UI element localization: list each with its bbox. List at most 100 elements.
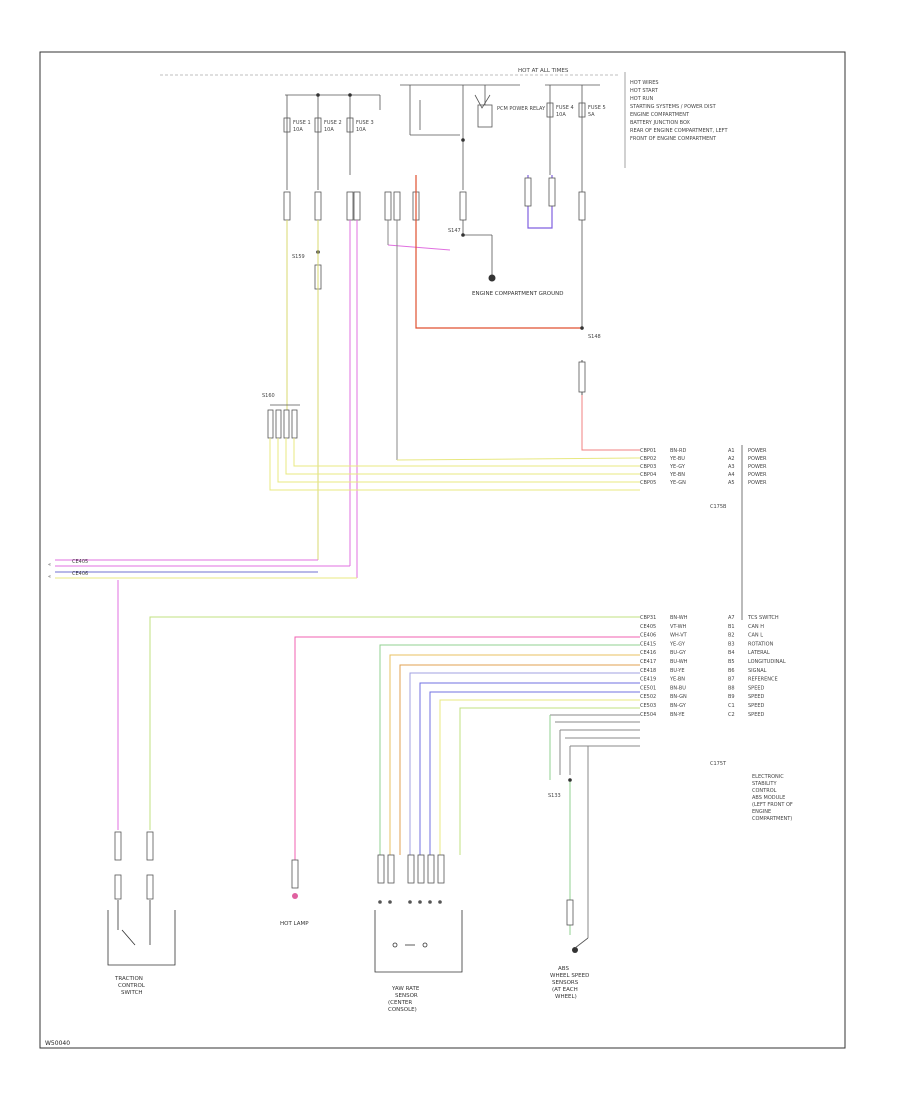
left-entry-circuit: CE405 [72,559,88,565]
connector-bottom-color: YE-GY [669,641,686,647]
connector-bottom-function: SIGNAL [748,668,767,674]
connector-bottom-row: CE416 BU-GY B4 LATERAL [640,650,770,656]
svg-text:STABILITY: STABILITY [752,781,777,787]
connector-bottom-circuit: CE415 [640,641,656,647]
note-line: HOT RUN [630,96,653,102]
connector-top-function: POWER [748,472,767,478]
connector-bottom-circuit: CE418 [640,668,656,674]
connector-bottom-function: SPEED [748,703,765,709]
note-line: STARTING SYSTEMS / POWER DIST [630,104,717,110]
connector-bottom-circuit: CBP31 [640,615,656,621]
connector-bottom-circuit: CE416 [640,650,656,656]
connector-bottom-pin: A7 [728,615,735,621]
connector-bottom-function: CAN L [748,633,763,639]
connector-bottom-circuit: CE501 [640,685,656,691]
top-power-bus: HOT AT ALL TIMES [160,68,620,76]
connector-bottom-pin: C2 [728,712,735,718]
connector-top-circuit: CBP01 [640,448,656,454]
connector-bottom-color: BU-WH [670,659,688,665]
svg-text:ELECTRONIC: ELECTRONIC [752,774,784,780]
connector-bottom-color: BN-YE [670,712,685,718]
svg-text:SWITCH: SWITCH [121,990,143,996]
left-entry-circuit: CE406 [72,571,88,577]
connector-bottom-pin: B9 [728,694,735,700]
fuse-3-rating: 10A [356,127,366,133]
connector-bottom-name: C175T [710,761,727,767]
connector-bottom-color: BU-GY [670,650,687,656]
connector-bottom-circuit: CE502 [640,694,656,700]
note-line: FRONT OF ENGINE COMPARTMENT [630,136,717,142]
svg-text:«: « [48,562,51,568]
connector-bottom-pin: B8 [728,685,735,691]
yellow-power-wires [269,438,641,491]
connector-bottom-circuit: CE504 [640,712,656,718]
fuse-group-left [283,94,381,190]
connector-bottom-color: BN-BU [670,685,686,691]
fuse-2-name: FUSE 2 [324,120,342,126]
connector-top-function: POWER [748,456,767,462]
svg-text:CONSOLE): CONSOLE) [388,1007,417,1013]
connector-top-function: POWER [748,448,767,454]
connector-bottom-circuit: CE405 [640,624,656,630]
svg-text:SENSOR: SENSOR [395,993,418,999]
connector-bottom-function: LATERAL [748,650,770,656]
connector-bottom-circuit: CE419 [640,677,656,683]
connector-bottom-circuit: CE417 [640,659,656,665]
relay-group [400,84,520,190]
connector-top-color: YE-GN [669,480,686,486]
note-line: BATTERY JUNCTION BOX [630,120,691,126]
connector-top-color: YE-BN [669,472,685,478]
yaw-sensor-icon [374,910,463,973]
svg-text:(AT EACH: (AT EACH [552,987,578,993]
connector-bottom-function: LONGITUDINAL [748,659,786,665]
loop-wire [527,175,553,229]
connector-bottom-pin: B3 [728,641,735,647]
tcs-switch-power [149,616,640,830]
connector-top-pin: A1 [728,448,735,454]
hot-lamp-wire [294,636,640,860]
note-line: HOT START [630,88,659,94]
bus-label: HOT AT ALL TIMES [518,68,569,74]
connector-bottom-function: SPEED [748,712,765,718]
connector-bottom-function: TCS SWITCH [747,615,779,621]
connector-bottom-pin: C1 [728,703,735,709]
connector-top-function: POWER [748,480,767,486]
splice-label: S160 [262,393,275,399]
yaw-sensor-wires [379,644,640,855]
left-can-entries: CE405 CE406 « « [48,559,357,580]
connector-top-color: BN-RD [670,448,686,454]
connector-top-circuit: CBP04 [640,472,656,478]
wheel-sensor-icon [572,947,578,953]
fuse-4-rating: 10A [556,112,566,118]
svg-text:ABS: ABS [558,966,569,972]
connector-bottom-pin: B7 [728,677,735,683]
connector-bottom-circuit: CE406 [640,633,656,639]
fuse-4-name: FUSE 4 [556,105,574,111]
note-line: HOT WIRES [630,80,659,86]
fuse-1-rating: 10A [293,127,303,133]
connector-top-function: POWER [748,464,767,470]
svg-text:COMPARTMENT): COMPARTMENT) [752,816,792,822]
fuse-5-name: FUSE 5 [588,105,606,111]
fuse-3-name: FUSE 3 [356,120,374,126]
connector-bottom-color: BN-GN [670,694,687,700]
svg-text:ENGINE: ENGINE [752,809,771,815]
svg-text:SENSORS: SENSORS [552,980,579,986]
top-right-notes: HOT WIRES HOT START HOT RUN STARTING SYS… [630,80,728,142]
connector-bottom-row: CE504 BN-YE C2 SPEED [640,712,765,718]
fuse-1-name: FUSE 1 [293,120,311,126]
connector-bottom-pin: B4 [728,650,735,656]
connector-bottom-color: BN-GY [670,703,687,709]
svg-text:WHEEL SPEED: WHEEL SPEED [550,973,589,979]
svg-text:TRACTION: TRACTION [114,976,143,982]
